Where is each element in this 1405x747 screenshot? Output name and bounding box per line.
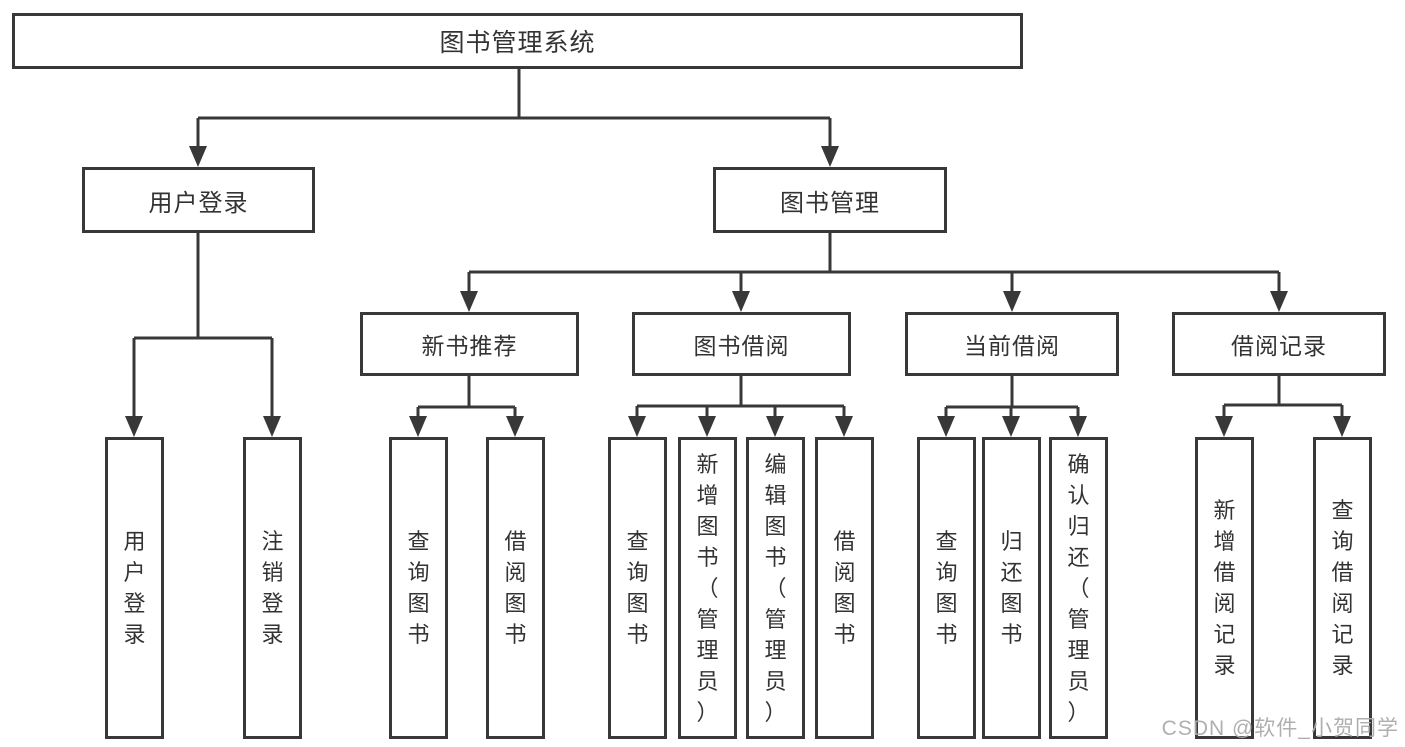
leaf-current-confirm-return-admin: 确认归还（管理员） (1049, 437, 1108, 739)
arrow-down-icon (821, 146, 839, 167)
node-label: 用户登录 (148, 189, 249, 217)
arrow-down-icon (506, 416, 524, 437)
arrow-down-icon (835, 416, 853, 437)
arrow-down-icon (732, 291, 750, 312)
leaf-label: 借阅图书 (833, 529, 856, 647)
watermark: CSDN @软件_小贺同学 (1161, 717, 1399, 740)
leaf-records-add-record: 新增借阅记录 (1195, 437, 1254, 739)
arrowheads (125, 146, 1351, 437)
node-label: 新书推荐 (421, 333, 518, 359)
arrow-down-icon (766, 416, 784, 437)
arrow-down-icon (1333, 416, 1351, 437)
leaf-borrowing-edit-books-admin: 编辑图书（管理员） (746, 437, 805, 739)
node-label: 图书借阅 (693, 333, 790, 359)
arrow-down-icon (189, 146, 207, 167)
node-new-book-recommendation: 新书推荐 (360, 312, 579, 376)
leaf-label: 确认归还（管理员） (1067, 451, 1090, 725)
arrow-down-icon (263, 416, 281, 437)
node-label: 图书管理 (780, 189, 880, 217)
node-user-login: 用户登录 (82, 167, 315, 233)
node-borrowing-records: 借阅记录 (1172, 312, 1386, 376)
leaf-label: 查询图书 (935, 529, 958, 647)
arrow-down-icon (628, 416, 646, 437)
leaf-label: 查询图书 (626, 529, 649, 647)
leaf-current-query-books: 查询图书 (917, 437, 976, 739)
leaf-label: 注销登录 (261, 529, 284, 647)
leaf-logout: 注销登录 (243, 437, 302, 739)
node-book-management: 图书管理 (713, 167, 947, 233)
leaf-borrowing-add-books-admin: 新增图书（管理员） (678, 437, 737, 739)
node-library-management-system: 图书管理系统 (12, 13, 1023, 69)
arrow-down-icon (937, 416, 955, 437)
leaf-label: 新增借阅记录 (1213, 498, 1236, 678)
node-book-borrowing: 图书借阅 (632, 312, 851, 376)
arrow-down-icon (1215, 416, 1233, 437)
arrow-down-icon (1002, 416, 1020, 437)
leaf-label: 查询图书 (407, 529, 430, 647)
node-label: 借阅记录 (1231, 333, 1327, 359)
arrow-down-icon (1270, 291, 1288, 312)
arrow-down-icon (1069, 416, 1087, 437)
arrow-down-icon (125, 416, 143, 437)
leaf-label: 新增图书（管理员） (696, 451, 719, 725)
leaf-borrowing-borrow-books: 借阅图书 (815, 437, 874, 739)
node-current-borrowing: 当前借阅 (905, 312, 1119, 376)
leaf-label: 编辑图书（管理员） (764, 451, 787, 725)
leaf-label: 归还图书 (1000, 529, 1023, 647)
leaf-borrowing-query-books: 查询图书 (608, 437, 667, 739)
leaf-label: 借阅图书 (504, 529, 527, 647)
arrow-down-icon (698, 416, 716, 437)
arrow-down-icon (409, 416, 427, 437)
arrow-down-icon (460, 291, 478, 312)
leaf-label: 查询借阅记录 (1331, 498, 1354, 678)
leaf-newrec-borrow-books: 借阅图书 (486, 437, 545, 739)
leaf-newrec-query-books: 查询图书 (389, 437, 448, 739)
node-label: 图书管理系统 (439, 29, 596, 57)
leaf-user-login: 用户登录 (105, 437, 164, 739)
leaf-label: 用户登录 (123, 529, 146, 647)
leaf-current-return-books: 归还图书 (982, 437, 1041, 739)
leaf-records-query-record: 查询借阅记录 (1313, 437, 1372, 739)
node-label: 当前借阅 (964, 333, 1060, 359)
arrow-down-icon (1003, 291, 1021, 312)
